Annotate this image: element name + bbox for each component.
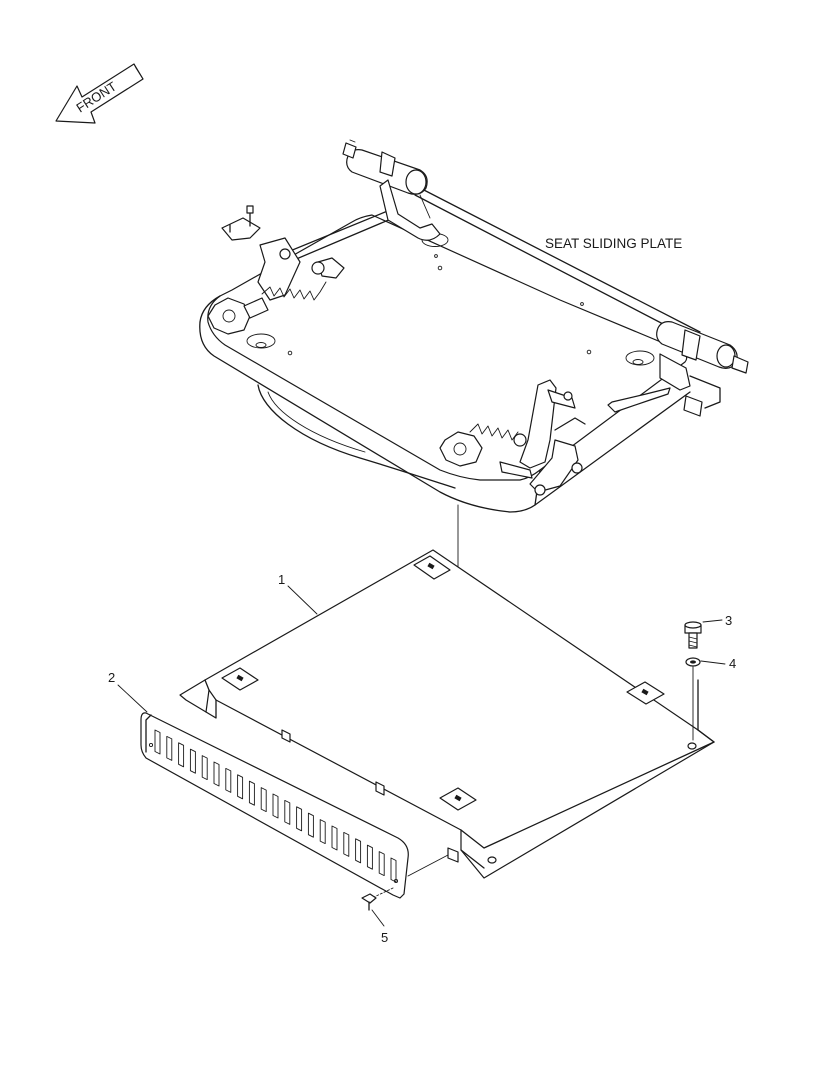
part-3-bolt	[684, 621, 702, 649]
seat-sliding-plate-label: SEAT SLIDING PLATE	[545, 236, 682, 251]
callout-leaders	[117, 585, 726, 927]
louver-slot	[343, 831, 350, 857]
louver-slot	[260, 787, 267, 813]
louver-slot	[189, 748, 196, 774]
callout-1: 1	[278, 572, 285, 587]
louver-slot	[201, 755, 208, 781]
right-lever-knob	[439, 379, 586, 496]
part-4-washer	[685, 657, 701, 741]
callout-2: 2	[108, 670, 115, 685]
rear-slider-roller	[342, 139, 441, 241]
front-arrow: FRONT	[55, 63, 144, 124]
louver-slot	[284, 799, 291, 825]
louver-slot	[319, 819, 326, 845]
louver-slot	[378, 851, 385, 877]
left-lever-knob	[207, 205, 345, 335]
part-5-screw	[361, 893, 377, 911]
louver-slot	[213, 761, 220, 787]
louver-slot	[355, 838, 362, 864]
callout-4: 4	[729, 656, 736, 671]
louver-slot	[237, 774, 244, 800]
seat-sliding-plate: SEAT SLIDING PLATE	[199, 139, 749, 513]
louver-slot	[296, 806, 303, 832]
louver-slot	[154, 729, 161, 755]
callout-3: 3	[725, 613, 732, 628]
louver-slot	[166, 735, 173, 761]
louver-slot	[307, 812, 314, 838]
louver-slot	[225, 767, 232, 793]
part-1-base-plate	[179, 549, 715, 879]
part-2-louver-cover	[140, 712, 409, 899]
louver-slot	[366, 844, 373, 870]
louver-slot	[272, 793, 279, 819]
right-slider-roller	[607, 321, 749, 417]
louver-slots	[154, 729, 397, 883]
louver-slot	[248, 780, 255, 806]
louver-slot	[178, 742, 185, 768]
louver-slot	[331, 825, 338, 851]
louver-slot	[390, 857, 397, 883]
callout-5: 5	[381, 930, 388, 945]
